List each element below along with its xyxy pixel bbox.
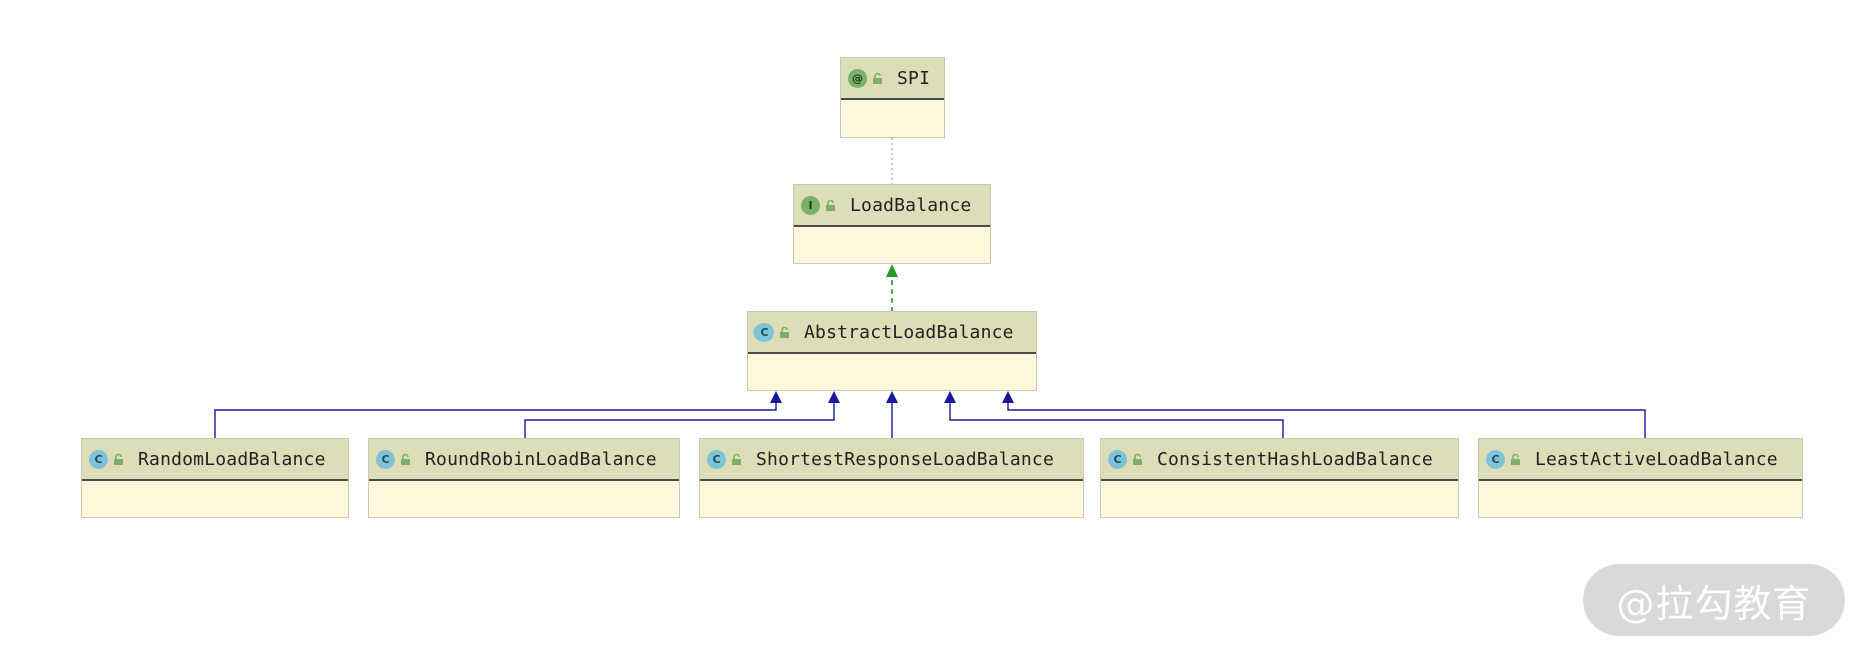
unlocked-icon bbox=[401, 453, 410, 465]
unlocked-icon bbox=[732, 453, 741, 465]
class-icon: C bbox=[376, 449, 395, 469]
unlocked-icon bbox=[114, 453, 123, 465]
node-header: C AbstractLoadBalance bbox=[748, 312, 1036, 354]
node-name: LoadBalance bbox=[850, 194, 972, 216]
unlocked-icon bbox=[826, 199, 835, 211]
extends-arrowhead bbox=[1002, 391, 1014, 403]
node-name: ConsistentHashLoadBalance bbox=[1157, 448, 1433, 470]
uml-node-spi[interactable]: @ SPI bbox=[840, 57, 945, 138]
uml-node-round-robin-load-balance[interactable]: C RoundRobinLoadBalance bbox=[368, 438, 680, 518]
implements-arrowhead bbox=[886, 264, 898, 277]
extends-arrowhead bbox=[944, 391, 956, 403]
node-header: C ShortestResponseLoadBalance bbox=[700, 439, 1083, 481]
node-name: AbstractLoadBalance bbox=[804, 321, 1014, 343]
node-header: @ SPI bbox=[841, 58, 944, 100]
extends-arrowhead bbox=[770, 391, 782, 403]
class-icon: C bbox=[707, 449, 726, 469]
uml-node-abstract-load-balance[interactable]: C AbstractLoadBalance bbox=[747, 311, 1037, 391]
extends-edge-random bbox=[214, 401, 777, 440]
node-header: C ConsistentHashLoadBalance bbox=[1101, 439, 1458, 481]
uml-node-least-active-load-balance[interactable]: C LeastActiveLoadBalance bbox=[1478, 438, 1803, 518]
uml-node-load-balance[interactable]: I LoadBalance bbox=[793, 184, 991, 264]
node-header: I LoadBalance bbox=[794, 185, 990, 227]
abstract-class-icon: C bbox=[755, 322, 774, 342]
interface-icon: I bbox=[801, 195, 820, 215]
node-name: LeastActiveLoadBalance bbox=[1535, 448, 1778, 470]
extends-edge-consistent-hash bbox=[949, 401, 1284, 440]
extends-edge-least-active bbox=[1007, 401, 1646, 440]
node-name: SPI bbox=[897, 67, 931, 89]
node-name: RandomLoadBalance bbox=[138, 448, 326, 470]
watermark: @拉勾教育 bbox=[1583, 564, 1845, 636]
node-header: C LeastActiveLoadBalance bbox=[1479, 439, 1802, 481]
uml-node-consistent-hash-load-balance[interactable]: C ConsistentHashLoadBalance bbox=[1100, 438, 1459, 518]
node-name: RoundRobinLoadBalance bbox=[425, 448, 657, 470]
class-icon: C bbox=[89, 449, 108, 469]
class-icon: C bbox=[1108, 449, 1127, 469]
extends-arrowhead bbox=[828, 391, 840, 403]
unlocked-icon bbox=[873, 72, 882, 84]
unlocked-icon bbox=[1133, 453, 1142, 465]
node-name: ShortestResponseLoadBalance bbox=[756, 448, 1054, 470]
node-header: C RandomLoadBalance bbox=[82, 439, 348, 481]
unlocked-icon bbox=[1511, 453, 1520, 465]
annotation-icon: @ bbox=[848, 68, 867, 88]
unlocked-icon bbox=[780, 326, 789, 338]
class-icon: C bbox=[1486, 449, 1505, 469]
uml-node-random-load-balance[interactable]: C RandomLoadBalance bbox=[81, 438, 349, 518]
extends-arrowhead bbox=[886, 391, 898, 403]
extends-edge-round-robin bbox=[524, 401, 835, 440]
uml-node-shortest-response-load-balance[interactable]: C ShortestResponseLoadBalance bbox=[699, 438, 1084, 518]
node-header: C RoundRobinLoadBalance bbox=[369, 439, 679, 481]
